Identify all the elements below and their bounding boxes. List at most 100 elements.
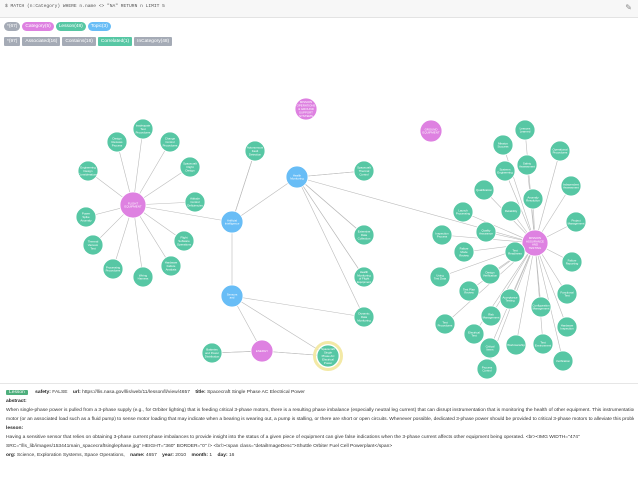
- node-circle[interactable]: [294, 97, 318, 121]
- node-circle[interactable]: [285, 165, 309, 189]
- relationship-line[interactable]: [231, 295, 365, 318]
- node-circle[interactable]: [514, 119, 536, 141]
- node-circle[interactable]: [560, 175, 582, 197]
- cypher-query-text[interactable]: $ MATCH (n:Category) WHERE n.name <> "NA…: [5, 4, 165, 9]
- node-circle[interactable]: [353, 266, 375, 288]
- node-circle[interactable]: [353, 306, 375, 328]
- node-circle[interactable]: [220, 284, 244, 308]
- relationship-line[interactable]: [524, 129, 536, 244]
- lesson-node[interactable]: Qualification: [473, 179, 495, 201]
- relationship-line[interactable]: [490, 242, 536, 317]
- relationship-line[interactable]: [132, 204, 233, 223]
- node-label-pill-0[interactable]: *(67): [4, 21, 21, 31]
- relationship-line[interactable]: [296, 176, 365, 236]
- node-circle[interactable]: [244, 140, 266, 162]
- node-circle[interactable]: [75, 206, 97, 228]
- query-bar[interactable]: $ MATCH (n:Category) WHERE n.name <> "NA…: [0, 0, 638, 18]
- node-circle[interactable]: [102, 258, 124, 280]
- node-label-pill-2[interactable]: Lesson(48): [55, 21, 86, 31]
- node-circle[interactable]: [476, 358, 498, 380]
- node-circle[interactable]: [549, 140, 571, 162]
- node-circle[interactable]: [419, 119, 443, 143]
- node-circle[interactable]: [500, 200, 522, 222]
- relationship-line[interactable]: [534, 242, 568, 328]
- node-circle[interactable]: [431, 224, 453, 246]
- relationship-line[interactable]: [231, 295, 329, 357]
- node-circle[interactable]: [532, 333, 554, 355]
- node-circle[interactable]: [565, 211, 587, 233]
- node-circle[interactable]: [492, 134, 514, 156]
- node-circle[interactable]: [561, 251, 583, 273]
- node-circle[interactable]: [479, 337, 501, 359]
- node-circle[interactable]: [353, 160, 375, 182]
- node-circle[interactable]: [132, 266, 154, 288]
- node-circle[interactable]: [530, 296, 552, 318]
- lesson-node[interactable]: Workmanship: [505, 334, 527, 356]
- node-circle[interactable]: [184, 191, 206, 213]
- lesson-node[interactable]: Verification: [552, 350, 574, 372]
- node-circle[interactable]: [458, 280, 480, 302]
- node-circle[interactable]: [250, 339, 274, 363]
- relationship-type-pill-4[interactable]: InCategory(48): [134, 36, 173, 46]
- relationship-type-pill-0[interactable]: *(97): [4, 36, 21, 46]
- node-circle[interactable]: [473, 179, 495, 201]
- relationship-line[interactable]: [534, 242, 544, 345]
- node-circle[interactable]: [106, 131, 128, 153]
- node-circle[interactable]: [504, 241, 526, 263]
- relationship-line[interactable]: [296, 176, 365, 278]
- node-circle[interactable]: [505, 334, 527, 356]
- node-label-pill-1[interactable]: Category(5): [22, 21, 54, 31]
- pin-icon[interactable]: ✎: [625, 3, 632, 12]
- relationship-line[interactable]: [231, 150, 256, 223]
- node-circle[interactable]: [82, 234, 104, 256]
- node-circle[interactable]: [160, 255, 182, 277]
- node-circle[interactable]: [522, 188, 544, 210]
- node-circle[interactable]: [480, 305, 502, 327]
- relationship-line[interactable]: [231, 176, 298, 223]
- node-circle[interactable]: [77, 160, 99, 182]
- node-circle[interactable]: [475, 221, 497, 243]
- node-label-pill-3[interactable]: Topic(3): [87, 21, 111, 31]
- node-circle[interactable]: [173, 230, 195, 252]
- node-circle[interactable]: [353, 224, 375, 246]
- node-circle[interactable]: [521, 229, 549, 257]
- relationship-line[interactable]: [515, 242, 536, 346]
- relationship-line[interactable]: [296, 176, 365, 318]
- relationship-type-pill-2[interactable]: Contains(16): [62, 36, 96, 46]
- relationship-type-pill-3[interactable]: Correlated(1): [97, 36, 133, 46]
